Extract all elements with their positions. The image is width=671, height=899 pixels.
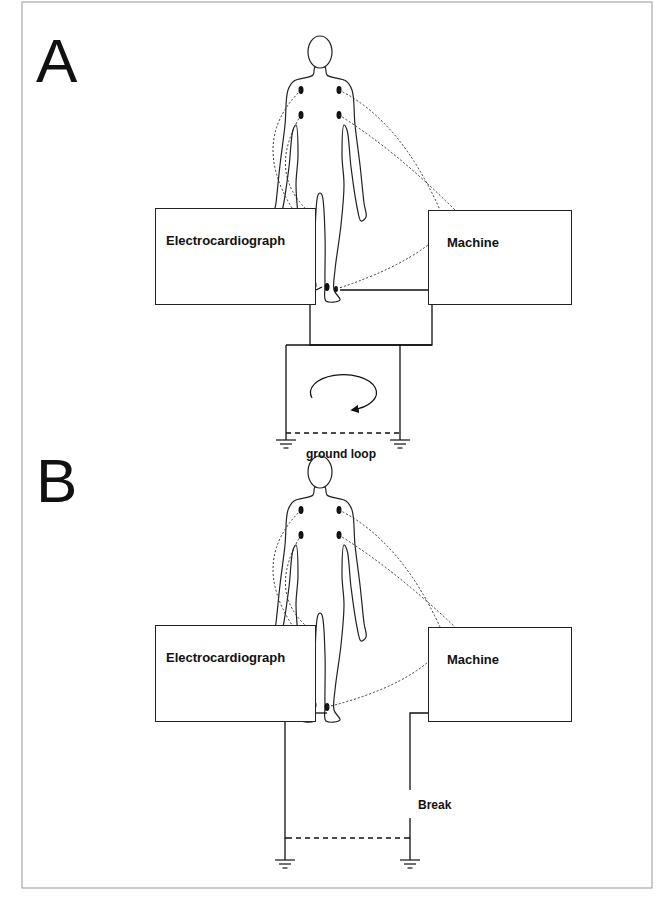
- electrocardiograph-box: Electrocardiograph: [155, 208, 316, 305]
- lead-wire: [339, 510, 440, 627]
- ground-wire: [316, 712, 327, 713]
- box-label: Machine: [447, 235, 499, 250]
- earth-path: [287, 837, 408, 838]
- lead-wire: [273, 510, 301, 625]
- wire-break: [406, 790, 414, 818]
- ground-connection: [285, 713, 428, 838]
- annotation: Break: [418, 799, 451, 811]
- earth-path: [286, 432, 400, 433]
- machine-box: Machine: [428, 210, 572, 305]
- ground-symbol: [400, 860, 420, 868]
- box-label: Electrocardiograph: [166, 233, 285, 248]
- ground-wire: [316, 287, 322, 290]
- ground-wire: [285, 345, 286, 440]
- ground-symbol: [276, 440, 296, 448]
- ground-symbol: [390, 440, 410, 448]
- electrode: [325, 283, 330, 291]
- ground-symbol: [275, 860, 295, 868]
- frame: [22, 2, 652, 888]
- lead-wire: [339, 115, 455, 210]
- lead-wire: [339, 90, 440, 210]
- annotation: ground loop: [306, 448, 376, 460]
- ground-wire: [340, 289, 428, 290]
- electrocardiograph-box: Electrocardiograph: [155, 625, 316, 722]
- panel-letter: B: [36, 450, 77, 512]
- machine-box: Machine: [428, 627, 572, 722]
- lead-wire: [339, 535, 455, 627]
- mask: [287, 836, 408, 840]
- lead-wire: [327, 662, 428, 707]
- ground-wire: [409, 838, 410, 860]
- ground-connection: [310, 305, 432, 345]
- box-label: Machine: [447, 652, 499, 667]
- ground-wire: [399, 345, 400, 440]
- lead-wire: [285, 115, 305, 208]
- loop-arrow: [310, 375, 376, 410]
- lead-wire: [285, 535, 305, 625]
- panel-letter: A: [36, 30, 77, 92]
- box-label: Electrocardiograph: [166, 650, 285, 665]
- lead-wire: [336, 245, 428, 289]
- ground-wire: [284, 838, 285, 860]
